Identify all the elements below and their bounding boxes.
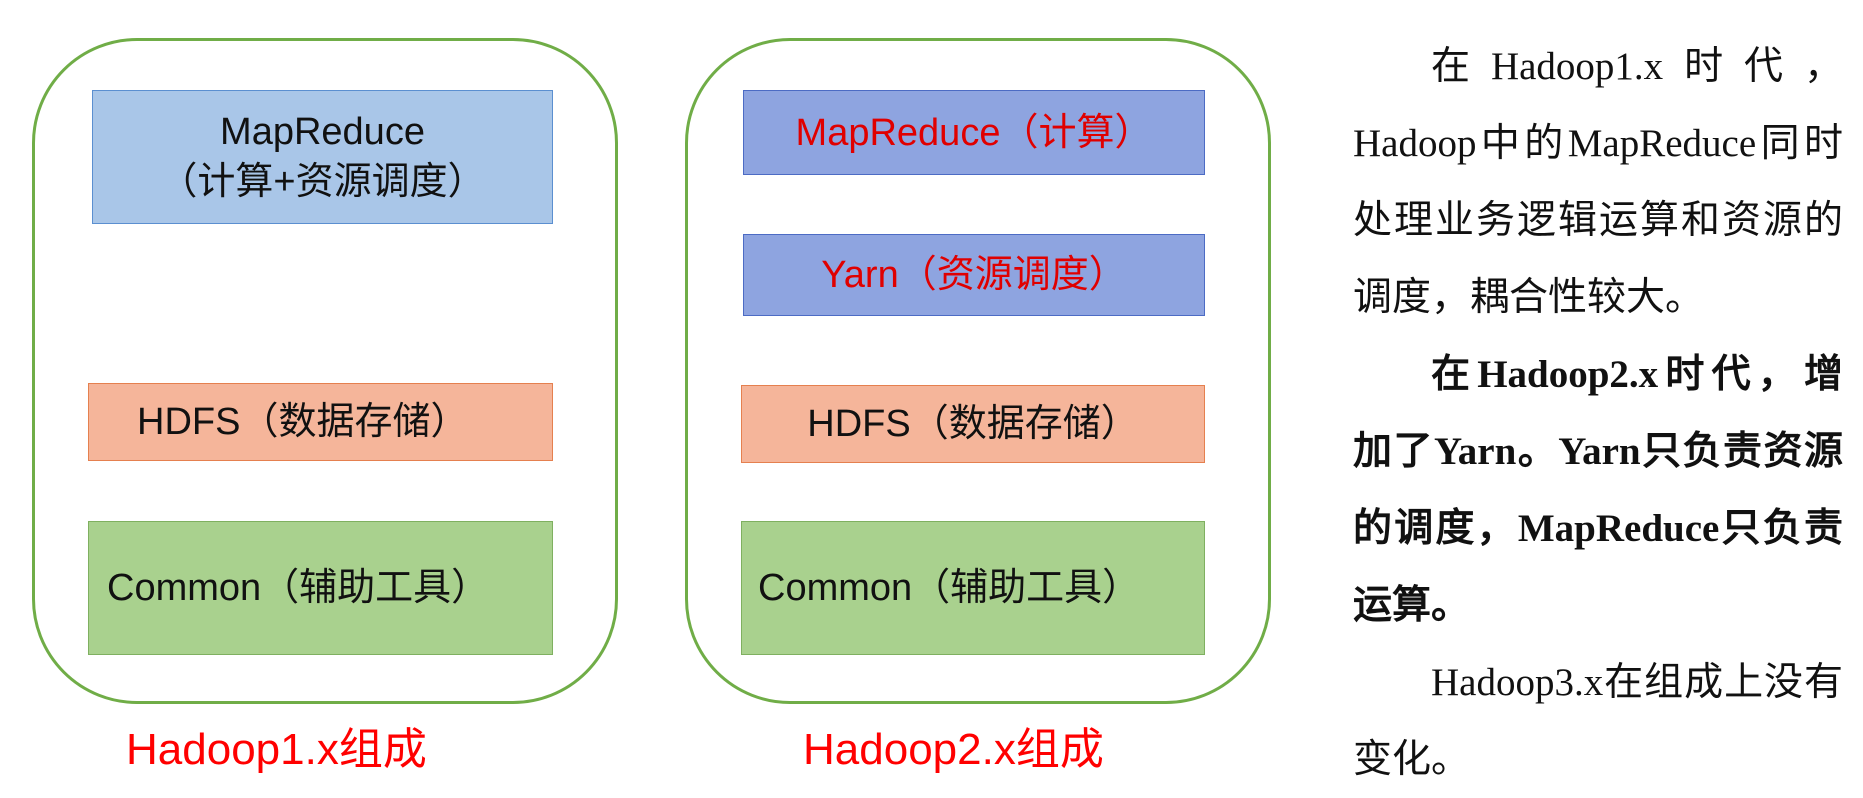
- hadoop2-panel: [685, 38, 1271, 704]
- description-paragraph-hadoop3: Hadoop3.x在组成上没有变化。: [1353, 661, 1843, 781]
- hadoop2-hdfs-label: HDFS（数据存储）: [807, 403, 1139, 445]
- hadoop1-hdfs-block: HDFS（数据存储）: [88, 383, 553, 461]
- hadoop2-mapreduce-block: MapReduce（计算）: [743, 90, 1205, 175]
- hadoop2-common-block: Common（辅助工具）: [741, 521, 1205, 655]
- description-paragraph-hadoop2: 在Hadoop2.x时代，增加了Yarn。Yarn只负责资源的调度，MapRed…: [1353, 353, 1843, 627]
- description-text: 在Hadoop1.x时代，Hadoop中的MapReduce同时处理业务逻辑运算…: [1353, 28, 1843, 798]
- hadoop1-caption: Hadoop1.x组成: [126, 725, 427, 774]
- hadoop1-mapreduce-subtitle: （计算+资源调度）: [159, 161, 486, 203]
- hadoop1-mapreduce-block: MapReduce （计算+资源调度）: [92, 90, 553, 224]
- hadoop1-common-block: Common（辅助工具）: [88, 521, 553, 655]
- description-paragraph-hadoop1: 在Hadoop1.x时代，Hadoop中的MapReduce同时处理业务逻辑运算…: [1353, 45, 1843, 319]
- hadoop1-common-label: Common（辅助工具）: [107, 567, 490, 609]
- hadoop1-hdfs-label: HDFS（数据存储）: [137, 401, 469, 443]
- hadoop2-yarn-label: Yarn（资源调度）: [821, 254, 1127, 296]
- hadoop2-caption: Hadoop2.x组成: [803, 725, 1104, 774]
- hadoop1-panel: [32, 38, 618, 704]
- hadoop1-mapreduce-title: MapReduce: [220, 111, 425, 153]
- hadoop2-mapreduce-label: MapReduce（计算）: [795, 111, 1153, 154]
- hadoop2-common-label: Common（辅助工具）: [758, 567, 1141, 609]
- hadoop2-hdfs-block: HDFS（数据存储）: [741, 385, 1205, 463]
- hadoop2-yarn-block: Yarn（资源调度）: [743, 234, 1205, 316]
